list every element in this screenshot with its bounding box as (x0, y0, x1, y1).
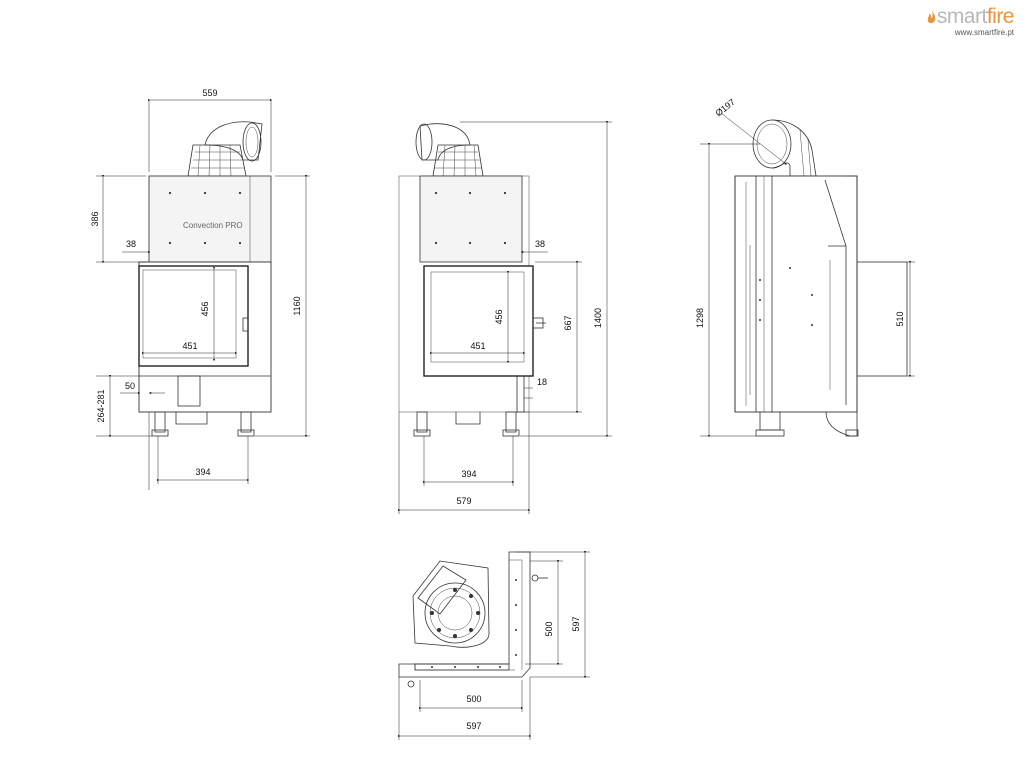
top-view: 500 597 500 597 (397, 550, 590, 740)
product-label: Convection PRO (183, 221, 243, 230)
top-flue (412, 560, 490, 648)
brand-url: www.smartfire.pt (954, 28, 1014, 37)
dim-glass-height-2: 456 (494, 309, 504, 324)
dim-total-depth: 597 (571, 616, 581, 631)
dim-glass-width: 451 (182, 341, 197, 351)
dim-glass-height: 456 (200, 301, 210, 316)
front-view-2: 38 456 451 667 1400 18 394 579 (397, 120, 612, 514)
flue-collar-2 (415, 123, 484, 177)
top-outline (398, 551, 531, 678)
dim-left-offset: 38 (126, 239, 136, 249)
dim-glass-width-2: 451 (470, 341, 485, 351)
dim-inner-width: 500 (466, 694, 481, 704)
brand-name: smartfire (927, 5, 1015, 28)
dim-right-offset: 38 (535, 239, 545, 249)
upper-housing (148, 175, 272, 263)
flue-collar (187, 121, 263, 177)
dim-total-width-2: 579 (456, 496, 471, 506)
side-hood (856, 261, 908, 377)
dim-flue-diameter: Ø197 (713, 97, 737, 118)
upper-housing-2 (419, 175, 523, 263)
dim-door-height: 667 (563, 315, 573, 330)
brand-logo: smartfire www.smartfire.pt (927, 5, 1015, 37)
dim-hood-height: 510 (895, 311, 905, 326)
glass-door-2 (423, 265, 534, 377)
dim-inner-depth: 500 (544, 621, 554, 636)
dim-upper-height: 386 (90, 211, 100, 226)
dim-top-width: 559 (202, 88, 217, 98)
dim-total-height: 1160 (292, 296, 302, 315)
dim-feet-span: 394 (195, 467, 210, 477)
side-view: Ø197 1298 510 (695, 97, 915, 438)
side-flue (752, 119, 817, 177)
dim-foot-inset: 50 (125, 381, 135, 391)
brand-name-part1: smart (936, 5, 988, 28)
dim-total-height-2: 1400 (593, 308, 603, 328)
front-view: Convection PRO 559 386 38 456 (90, 88, 310, 490)
dim-foot-height: 264-281 (96, 389, 106, 422)
brand-name-part2: fire (986, 5, 1015, 28)
dim-side-total-height: 1298 (695, 308, 705, 328)
door-handle (242, 317, 249, 332)
side-body (734, 175, 858, 413)
flame-icon (927, 10, 936, 24)
dim-bottom-gap: 18 (537, 377, 547, 387)
feet (151, 411, 255, 437)
glass-door (138, 265, 249, 367)
dim-total-width: 597 (466, 721, 481, 731)
feet-2 (413, 411, 520, 437)
dim-feet-span-2: 394 (461, 469, 476, 479)
